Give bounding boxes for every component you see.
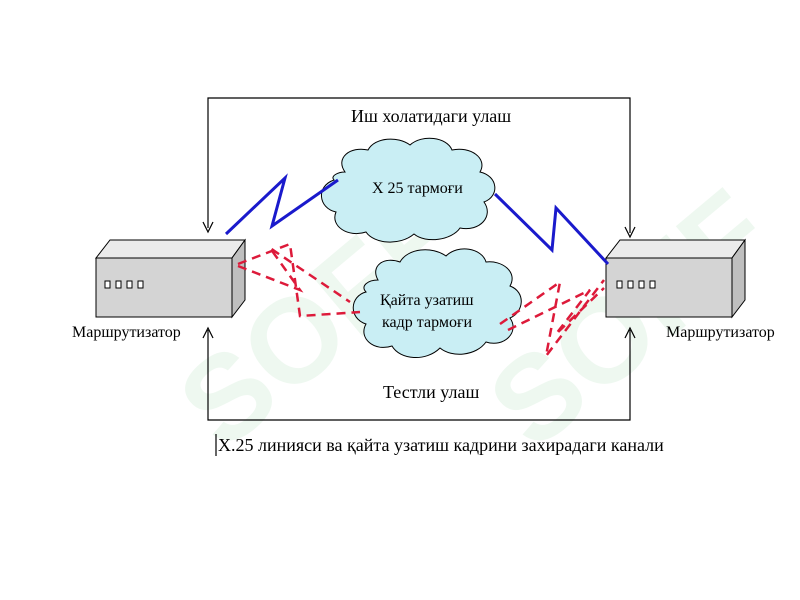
left-active-link: [224, 173, 339, 236]
left-test-link: [237, 242, 361, 318]
right-test-link: [499, 279, 605, 357]
x25-cloud-icon: [321, 137, 496, 243]
bottom-connection-arrow-right: [624, 326, 636, 339]
right-active-link: [493, 192, 610, 266]
left-router-label: Маршрутизатор: [72, 324, 181, 341]
test-connection-label: Тестли улаш: [383, 382, 479, 402]
frame-relay-cloud-icon: [352, 248, 522, 358]
left-router-icon: [94, 238, 246, 319]
right-test-link-2: [507, 287, 605, 335]
top-connection-arrow-right: [624, 226, 636, 239]
top-connection-label: Иш холатидаги улаш: [351, 106, 511, 126]
frame-relay-label-line2: кадр тармоғи: [382, 314, 473, 331]
x25-network-label: X 25 тармоғи: [372, 180, 463, 197]
right-router-icon: [604, 238, 746, 319]
bottom-connection-arrow-left: [202, 326, 214, 339]
bottom-caption: X.25 линияси ва қайта узатиш кадрини зах…: [218, 435, 664, 455]
top-connection-line: [207, 97, 631, 233]
frame-relay-label-line1: Қайта узатиш: [380, 292, 474, 309]
right-router-label: Маршрутизатор: [666, 324, 775, 341]
top-connection-arrow-left: [202, 221, 214, 234]
left-test-link-2: [237, 246, 351, 304]
bottom-connection-line: [207, 330, 631, 421]
